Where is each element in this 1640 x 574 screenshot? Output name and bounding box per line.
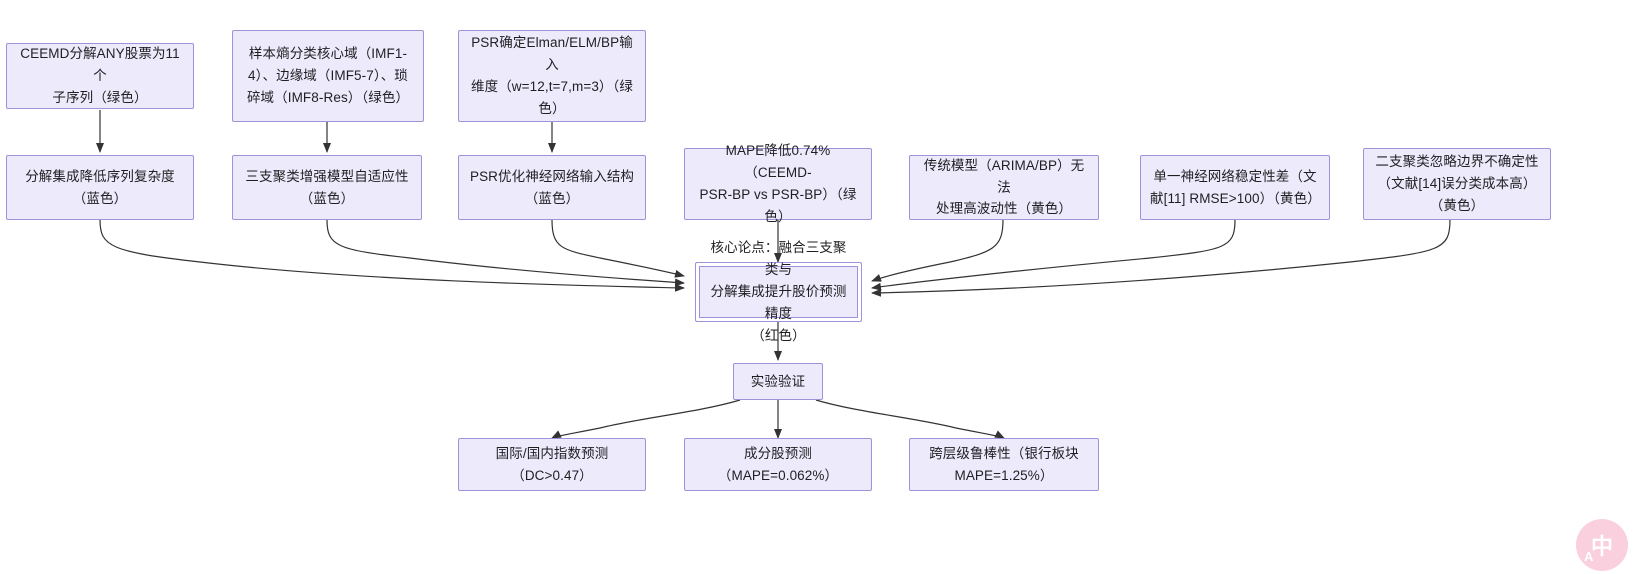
edge-experiment-to-index <box>551 399 741 439</box>
node-experiment-validation-label: 实验验证 <box>750 373 806 389</box>
edge-singlenn-to-core <box>871 219 1236 291</box>
node-ceemd-label: CEEMD分解ANY股票为11个 子序列（绿色） <box>20 46 180 105</box>
node-psr-dimension-label: PSR确定Elman/ELM/BP输入 维度（w=12,t=7,m=3）（绿 色… <box>471 35 633 116</box>
node-two-way-boundary[interactable]: 二支聚类忽略边界不确定性 （文献[14]误分类成本高） （黄色） <box>1363 148 1551 220</box>
node-single-nn-unstable-label: 单一神经网络稳定性差（文 献[11] RMSE>100）（黄色） <box>1150 168 1321 206</box>
node-index-forecast[interactable]: 国际/国内指数预测 （DC>0.47） <box>458 438 646 491</box>
node-ceemd[interactable]: CEEMD分解ANY股票为11个 子序列（绿色） <box>6 43 194 109</box>
node-index-forecast-label: 国际/国内指数预测 （DC>0.47） <box>495 445 609 483</box>
edge-twoway-to-core <box>871 219 1451 297</box>
node-cross-layer[interactable]: 跨层级鲁棒性（银行板块 MAPE=1.25%） <box>909 438 1099 491</box>
node-decomp-complexity[interactable]: 分解集成降低序列复杂度 （蓝色） <box>6 155 194 220</box>
node-traditional-limits[interactable]: 传统模型（ARIMA/BP）无法 处理高波动性（黄色） <box>909 155 1099 220</box>
node-core-claim-label: 核心论点：融合三支聚类与 分解集成提升股价预测精度 （红色） <box>710 240 847 343</box>
edge-psrstruct-to-core <box>551 219 685 278</box>
edge-traditional-to-core <box>871 219 1004 282</box>
edge-decomp-to-core <box>99 219 685 292</box>
watermark-logo: 中 A <box>1576 519 1628 571</box>
watermark-glyph: 中 <box>1590 534 1613 559</box>
node-single-nn-unstable[interactable]: 单一神经网络稳定性差（文 献[11] RMSE>100）（黄色） <box>1140 155 1330 220</box>
node-core-claim[interactable]: 核心论点：融合三支聚类与 分解集成提升股价预测精度 （红色） <box>695 240 862 343</box>
node-component-stock-label: 成分股预测 （MAPE=0.062%） <box>717 445 839 483</box>
node-cross-layer-label: 跨层级鲁棒性（银行板块 MAPE=1.25%） <box>929 445 1079 483</box>
node-component-stock[interactable]: 成分股预测 （MAPE=0.062%） <box>684 438 872 491</box>
node-mape-drop-label: MAPE降低0.74%（CEEMD- PSR-BP vs PSR-BP）（绿 色… <box>699 143 857 224</box>
node-two-way-boundary-label: 二支聚类忽略边界不确定性 （文献[14]误分类成本高） （黄色） <box>1375 154 1539 213</box>
node-three-way-adaptive[interactable]: 三支聚类增强模型自适应性 （蓝色） <box>232 155 422 220</box>
node-mape-drop[interactable]: MAPE降低0.74%（CEEMD- PSR-BP vs PSR-BP）（绿 色… <box>684 143 872 224</box>
node-experiment-validation[interactable]: 实验验证 <box>733 363 823 400</box>
edge-threeway-to-core <box>326 219 685 287</box>
node-traditional-limits-label: 传统模型（ARIMA/BP）无法 处理高波动性（黄色） <box>923 157 1085 217</box>
node-psr-structure[interactable]: PSR优化神经网络输入结构 （蓝色） <box>458 155 646 220</box>
node-sample-entropy-label: 样本熵分类核心域（IMF1- 4）、边缘域（IMF5-7）、琐 碎域（IMF8-… <box>246 46 410 105</box>
node-psr-structure-label: PSR优化神经网络输入结构 （蓝色） <box>469 168 635 206</box>
node-decomp-complexity-label: 分解集成降低序列复杂度 （蓝色） <box>25 168 175 206</box>
watermark-subglyph: A <box>1584 549 1594 564</box>
edge-experiment-to-crosslayer <box>815 399 1005 439</box>
node-psr-dimension[interactable]: PSR确定Elman/ELM/BP输入 维度（w=12,t=7,m=3）（绿 色… <box>458 30 646 122</box>
node-three-way-adaptive-label: 三支聚类增强模型自适应性 （蓝色） <box>245 168 409 206</box>
node-sample-entropy[interactable]: 样本熵分类核心域（IMF1- 4）、边缘域（IMF5-7）、琐 碎域（IMF8-… <box>232 30 424 122</box>
